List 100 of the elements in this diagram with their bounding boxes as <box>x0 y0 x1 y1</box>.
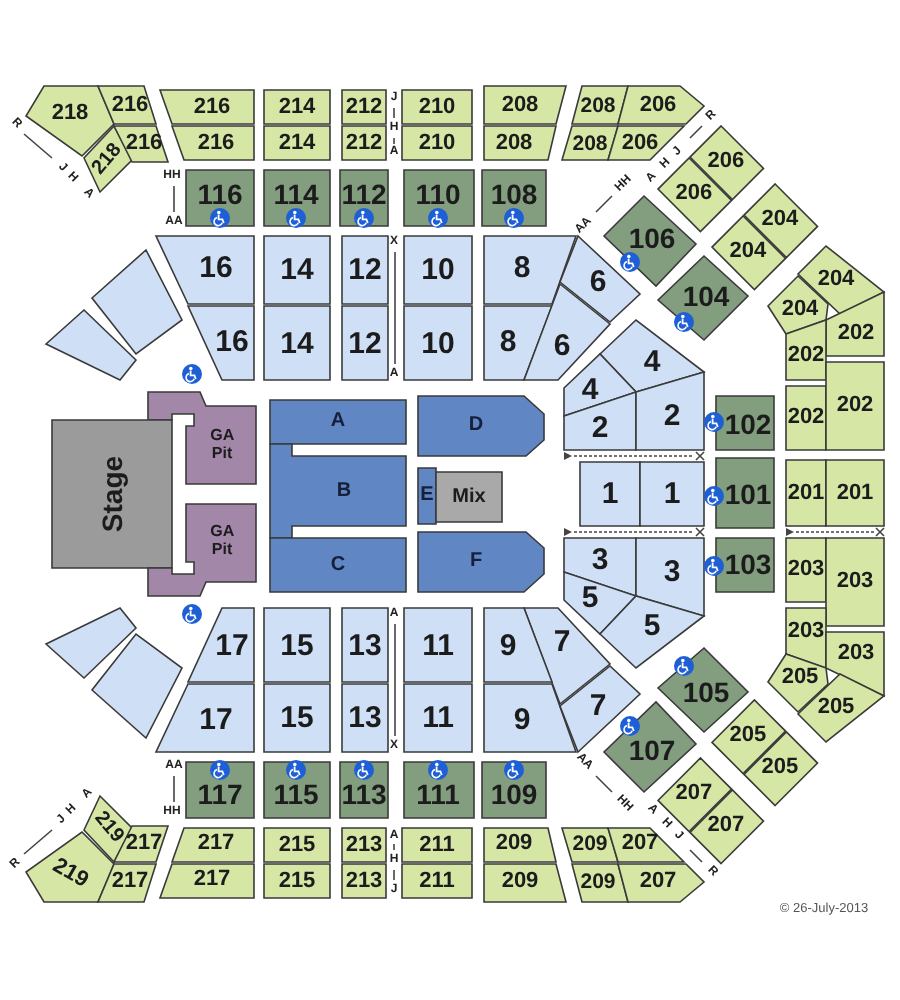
floor-level-section <box>264 306 330 380</box>
section-number: 112 <box>341 180 387 208</box>
section-number: 207 <box>707 814 745 837</box>
section-number: 209 <box>572 833 608 855</box>
ga-pit-area <box>148 392 256 484</box>
floor-level-section <box>600 596 704 668</box>
section-number: 207 <box>639 871 677 893</box>
section-number: 10 <box>421 328 455 358</box>
section-number: 7 <box>553 627 571 657</box>
section-number: 206 <box>675 182 713 205</box>
section-number: 206 <box>621 133 659 155</box>
ga-pit-area <box>148 504 256 596</box>
lower-level-section <box>482 762 546 818</box>
section-number: 9 <box>499 631 517 661</box>
section-number: 6 <box>589 267 607 297</box>
section-number: 11 <box>422 703 454 733</box>
upper-level-section <box>484 864 566 902</box>
floor-level-section <box>46 310 136 380</box>
section-number: 203 <box>787 621 825 643</box>
floor-level-section <box>188 306 254 380</box>
section-number: 105 <box>682 678 730 706</box>
section-number: 212 <box>345 96 383 118</box>
lower-level-section <box>186 170 254 226</box>
floor-seating-section <box>418 468 436 524</box>
lower-level-section <box>264 170 330 226</box>
upper-level-section <box>402 864 472 898</box>
lower-level-section <box>340 170 388 226</box>
section-number: 7 <box>589 691 607 721</box>
mix-label: Mix <box>452 487 486 507</box>
floor-level-section <box>600 320 704 392</box>
section-number: 218 <box>89 140 127 180</box>
section-number: 1 <box>601 479 619 509</box>
floor-level-section <box>404 236 472 304</box>
section-number: 2 <box>591 413 609 443</box>
upper-level-section <box>264 126 330 160</box>
upper-level-section <box>342 126 386 160</box>
upper-level-section <box>264 828 330 862</box>
section-number: 204 <box>761 208 799 231</box>
lower-level-section <box>264 762 330 818</box>
section-letter: A <box>330 412 346 432</box>
section-number: 201 <box>836 482 874 504</box>
upper-level-section <box>786 460 826 526</box>
section-number: 216 <box>197 133 235 155</box>
section-number: 217 <box>125 833 163 855</box>
ga-pit-label: GA Pit <box>210 524 234 560</box>
section-number: 11 <box>422 630 454 660</box>
floor-level-section <box>264 684 330 752</box>
section-number: 15 <box>280 630 314 660</box>
section-number: 207 <box>621 833 659 855</box>
floor-level-section <box>188 608 254 682</box>
stage-label: Stage <box>98 455 126 533</box>
upper-level-section <box>786 386 826 450</box>
floor-level-section <box>156 684 254 752</box>
upper-level-section <box>618 864 704 902</box>
section-number: 204 <box>729 240 767 263</box>
section-number: 108 <box>490 180 538 208</box>
section-number: 203 <box>836 571 874 593</box>
section-number: 106 <box>628 224 676 252</box>
section-number: 210 <box>418 96 456 118</box>
section-number: 203 <box>787 559 825 581</box>
section-number: 204 <box>817 269 855 291</box>
upper-level-section <box>826 538 884 626</box>
section-number: 217 <box>197 833 235 855</box>
floor-seating-section <box>270 538 406 592</box>
upper-level-section <box>172 828 254 862</box>
upper-level-section <box>484 126 556 160</box>
lower-level-section <box>404 762 474 818</box>
floor-level-section <box>342 684 388 752</box>
floor-level-section <box>264 236 330 304</box>
upper-level-section <box>826 460 884 526</box>
upper-level-section <box>484 86 566 124</box>
floor-seating-section <box>418 532 544 592</box>
upper-level-section <box>98 864 156 902</box>
section-letter: C <box>330 555 346 575</box>
section-letter: F <box>469 552 483 572</box>
section-number: 216 <box>125 133 163 155</box>
lower-level-section <box>186 762 254 818</box>
section-number: 13 <box>348 630 382 660</box>
floor-level-section <box>264 608 330 682</box>
section-number: 208 <box>572 133 608 155</box>
section-number: 207 <box>675 782 713 805</box>
upper-level-section <box>826 362 884 450</box>
section-number: 111 <box>416 780 460 808</box>
section-number: 209 <box>580 871 616 893</box>
floor-seating-section <box>418 396 544 456</box>
upper-level-section <box>160 90 254 124</box>
upper-level-section <box>172 126 254 160</box>
section-number: 113 <box>341 780 387 808</box>
section-number: 5 <box>643 611 661 641</box>
upper-level-section <box>786 538 826 602</box>
section-number: 1 <box>663 479 681 509</box>
section-number: 213 <box>345 834 383 856</box>
section-number: 4 <box>581 375 599 405</box>
section-number: 211 <box>419 834 455 856</box>
floor-seating-section <box>270 400 406 444</box>
section-number: 3 <box>591 545 609 575</box>
section-number: 215 <box>278 834 316 856</box>
upper-level-section <box>402 828 472 862</box>
section-number: 202 <box>787 407 825 429</box>
section-number: 214 <box>278 132 316 154</box>
